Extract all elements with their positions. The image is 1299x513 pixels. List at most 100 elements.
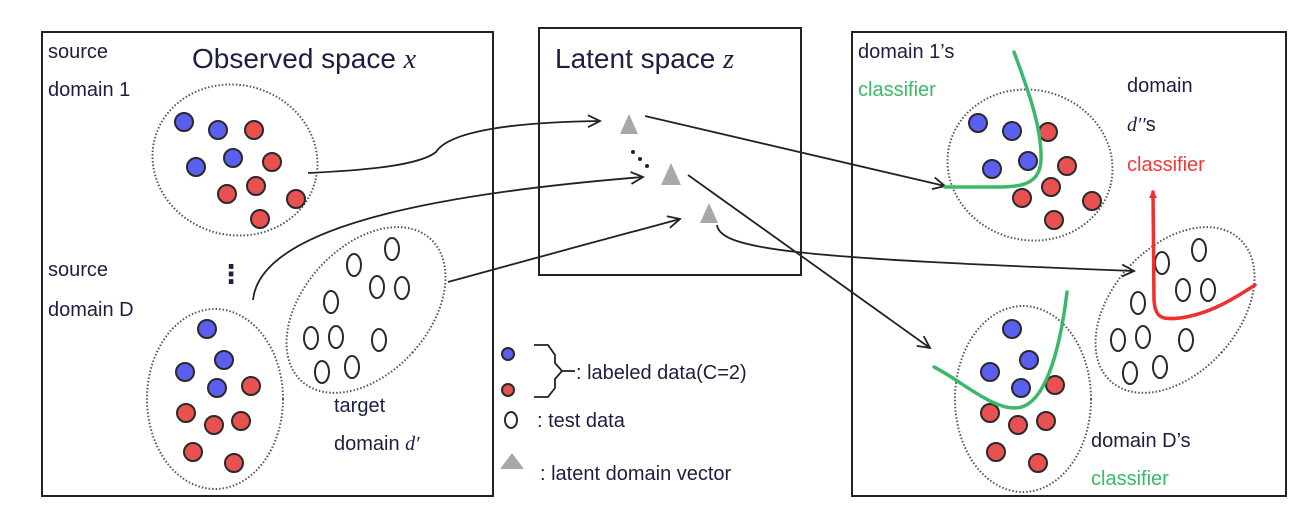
- test-data-point: [1178, 328, 1194, 352]
- target-domain-label-line1: target: [334, 395, 386, 417]
- target-domain-cluster: [285, 226, 447, 394]
- latent-ellipsis-dot: [645, 164, 649, 168]
- domain-1-classifier-boundary: [943, 50, 1043, 189]
- labeled-red-point: [1008, 415, 1028, 435]
- source-domain-1-cluster: [151, 83, 319, 237]
- test-data-point: [1191, 238, 1207, 262]
- source-domain-D-label-line2: domain D: [48, 299, 134, 321]
- latent-ellipsis-dot: [638, 157, 642, 161]
- test-data-point: [1175, 278, 1191, 302]
- test-data-point: [346, 253, 362, 277]
- labeled-blue-point: [980, 362, 1000, 382]
- domain-dpp-classifier-label-line3: classifier: [1127, 154, 1205, 176]
- source-domain-1-label-line2: domain 1: [48, 79, 130, 101]
- labeled-red-point: [1044, 210, 1064, 230]
- target-domain-var: d′: [405, 433, 420, 455]
- domain-dpp-classifier-label-line1: domain: [1127, 75, 1193, 97]
- domain-1-classifier-label-line2: classifier: [858, 79, 936, 101]
- latent-space-title-text: Latent space: [555, 43, 723, 74]
- latent-space-title: Latent space z: [555, 43, 734, 75]
- test-data-point: [1152, 355, 1168, 379]
- source-domain-D-cluster: [146, 308, 284, 490]
- latent-vector-1-icon: [620, 114, 638, 134]
- test-data-point: [323, 290, 339, 314]
- legend-blue-dot-icon: [501, 347, 515, 361]
- labeled-red-point: [1012, 188, 1032, 208]
- domain-dpp-classifier-label-line2: d′′s: [1127, 114, 1156, 136]
- test-data-point: [384, 237, 400, 261]
- latent-vectors: [620, 114, 718, 223]
- labeled-red-point: [217, 184, 237, 204]
- arrow-latent1-to-classifier: [644, 115, 945, 186]
- test-data-point: [369, 275, 385, 299]
- red-classifier-tip: [1149, 190, 1157, 198]
- test-data-point: [303, 326, 319, 350]
- test-data-point: [1154, 251, 1170, 275]
- labeled-blue-point: [1018, 151, 1038, 171]
- test-data-point: [1122, 361, 1138, 385]
- legend-test-data-icon: [504, 411, 518, 429]
- legend-latent-vector-icon: [500, 453, 524, 469]
- legend-labeled-data: : labeled data(C=2): [576, 362, 747, 384]
- labeled-red-point: [1041, 177, 1061, 197]
- arrow-latent3-to-classifier: [716, 224, 1134, 271]
- observed-space-title: Observed space x: [192, 43, 417, 75]
- test-data-point: [344, 355, 360, 379]
- latent-space-var: z: [722, 44, 734, 75]
- legend-test-data: : test data: [537, 410, 626, 432]
- labeled-red-point: [1045, 375, 1065, 395]
- latent-vector-2-icon: [661, 163, 681, 185]
- legend: : labeled data(C=2) : test data : latent…: [500, 344, 747, 485]
- domain-dpp-suffix: s: [1146, 114, 1156, 136]
- labeled-red-point: [986, 442, 1006, 462]
- labeled-red-point: [231, 411, 251, 431]
- test-data-point: [1110, 328, 1126, 352]
- domain-D-cluster-right: [954, 305, 1092, 493]
- legend-latent-vector: : latent domain vector: [540, 463, 732, 485]
- test-data-point: [1130, 291, 1146, 315]
- labeled-blue-point: [1002, 319, 1022, 339]
- labeled-red-point: [286, 189, 306, 209]
- labeled-blue-point: [197, 319, 217, 339]
- observed-space-title-text: Observed space: [192, 43, 404, 74]
- labeled-red-point: [241, 376, 261, 396]
- domain-1-classifier-label-line1: domain 1’s: [858, 41, 954, 63]
- labeled-red-point: [262, 152, 282, 172]
- arrow-target-to-latent: [447, 219, 680, 283]
- latent-vector-3-icon: [700, 203, 718, 223]
- labeled-blue-point: [186, 157, 206, 177]
- labeled-red-point: [1028, 453, 1048, 473]
- labeled-blue-point: [1019, 350, 1039, 370]
- legend-red-dot-icon: [501, 383, 515, 397]
- labeled-red-point: [1036, 411, 1056, 431]
- domain-D-classifier-label-line2: classifier: [1091, 468, 1169, 490]
- labeled-blue-point: [1002, 121, 1022, 141]
- labeled-blue-point: [223, 148, 243, 168]
- observed-space-var: x: [403, 44, 417, 75]
- target-domain-cluster-right: [1094, 226, 1256, 394]
- source-domain-D-label-line1: source: [48, 259, 108, 281]
- labeled-blue-point: [1011, 378, 1031, 398]
- labeled-red-point: [176, 403, 196, 423]
- test-data-point: [314, 360, 330, 384]
- labeled-red-point: [244, 120, 264, 140]
- source-domain-1-label-line1: source: [48, 41, 108, 63]
- domain-D-classifier-label-line1: domain D’s: [1091, 430, 1191, 452]
- labeled-red-point: [980, 403, 1000, 423]
- labeled-blue-point: [968, 113, 988, 133]
- target-domain-label-line2: domain d′: [334, 433, 420, 455]
- labeled-red-point: [250, 209, 270, 229]
- arrow-latent2-to-classifier: [687, 174, 930, 348]
- labeled-blue-point: [207, 378, 227, 398]
- labeled-blue-point: [982, 159, 1002, 179]
- data-points: [174, 112, 1216, 473]
- observed-space-panel: [41, 31, 494, 497]
- domain-dpp-var: d′′: [1127, 114, 1146, 136]
- labeled-blue-point: [175, 362, 195, 382]
- labeled-red-point: [204, 415, 224, 435]
- test-data-point: [394, 276, 410, 300]
- target-domain-text: domain: [334, 433, 405, 455]
- legend-brace: [534, 344, 564, 398]
- labeled-blue-point: [208, 120, 228, 140]
